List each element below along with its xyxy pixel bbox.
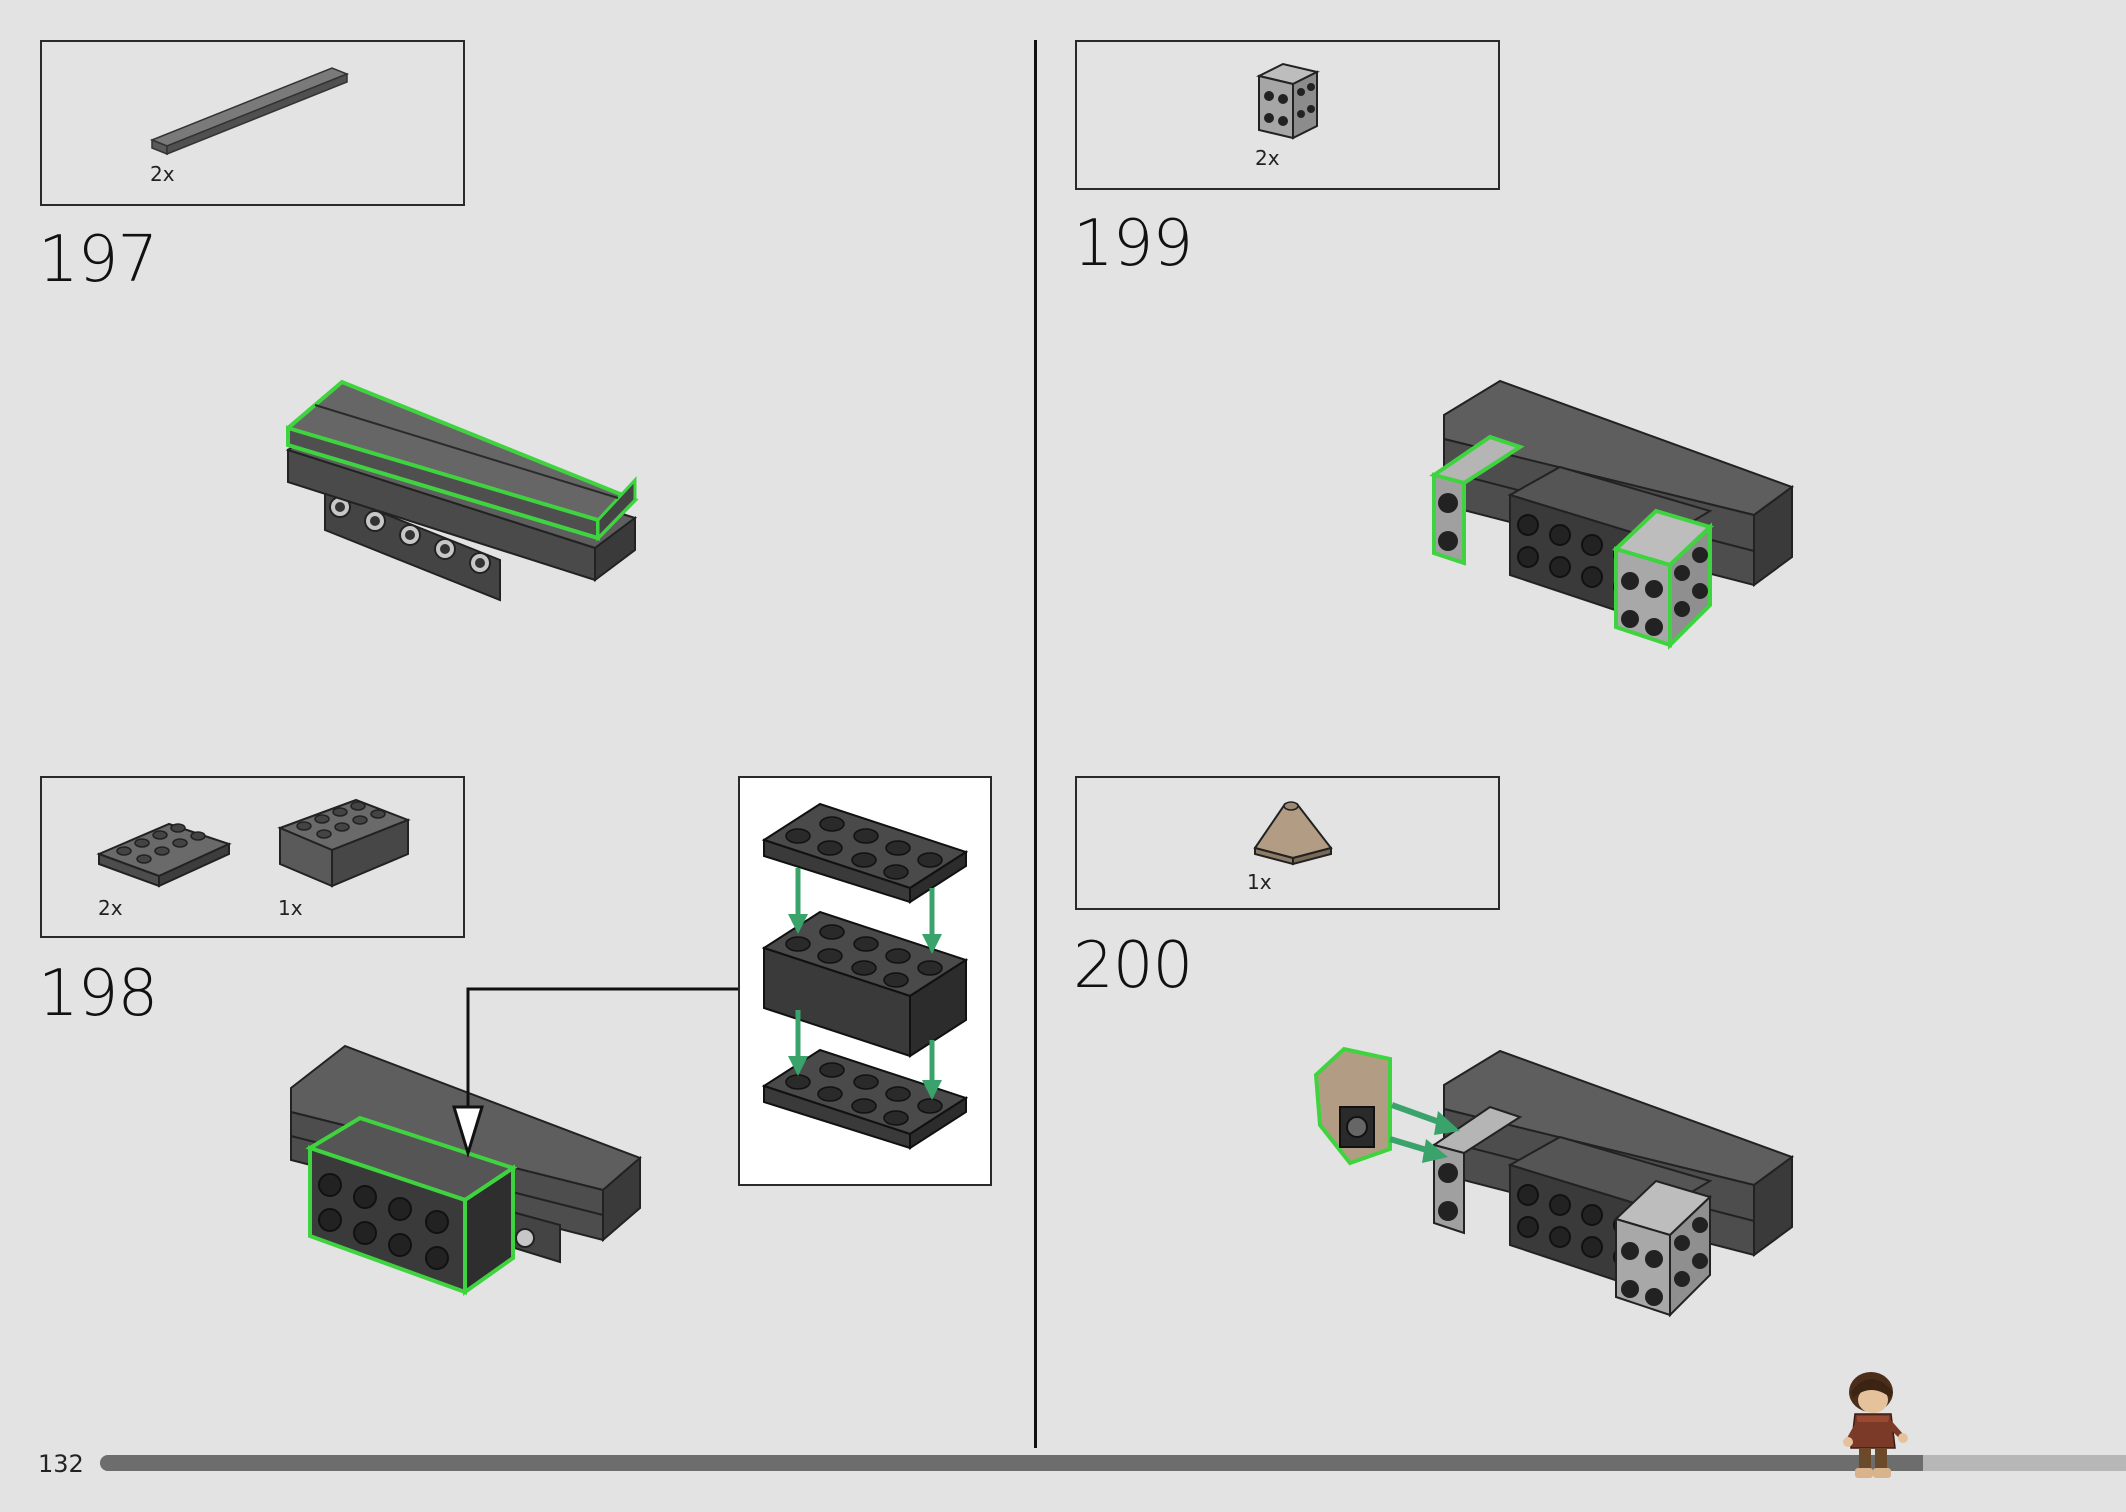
progress-bar [100,1455,2126,1471]
hobbit-minifigure-icon [1843,1372,1908,1478]
progress-bar-fill [100,1455,1924,1471]
step-number-200: 200 [1073,929,1193,1003]
sub-assembly-illustration [761,802,969,1150]
step-200-assembly-illustration [1313,1046,1795,1318]
parts-list-box-200: 1x [1075,776,1500,910]
page-column-divider [1034,40,1037,1448]
part-quantity: 2x [1255,146,1280,170]
part-quantity: 2x [150,162,175,186]
sub-assembly-callout [738,776,992,1186]
plate-1x8-part-icon [149,67,350,156]
parts-list-box-198: 2x 1x [40,776,465,938]
slope-corner-part-icon [1253,801,1333,866]
part-quantity: 2x [98,896,123,920]
step-number-198: 198 [38,957,158,1031]
brick-studs-on-side-part-icon [1256,62,1320,140]
parts-list-box-199: 2x [1075,40,1500,190]
plate-2x4-part-icon [96,822,232,888]
step-number-199: 199 [1073,207,1193,281]
parts-list-box-197: 2x [40,40,465,206]
step-197-assembly-illustration [285,379,639,602]
part-quantity: 1x [278,896,303,920]
part-quantity: 1x [1247,870,1272,894]
page-number: 132 [38,1450,84,1478]
step-199-assembly-illustration [1429,379,1795,650]
step-198-assembly-illustration [290,1044,642,1296]
step-number-197: 197 [38,223,158,297]
callout-connector-arrow [451,987,738,1159]
brick-2x4-part-icon [277,798,411,888]
